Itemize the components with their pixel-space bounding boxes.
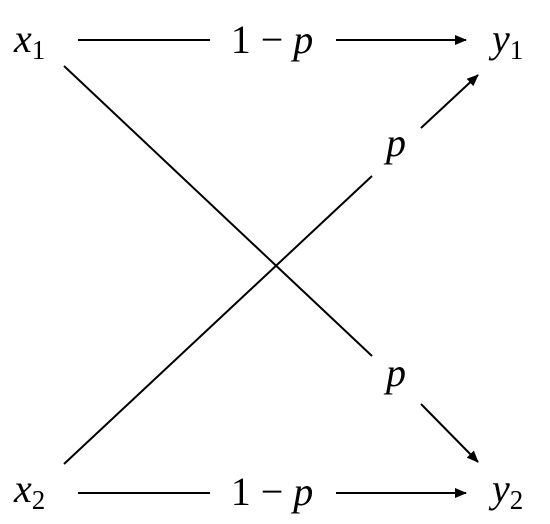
edge-x2-y1: p [63, 74, 479, 465]
node-x2: x2 [13, 466, 45, 515]
node-x2-subscript: 2 [32, 485, 46, 515]
node-y2-subscript: 2 [510, 485, 524, 515]
edge-x1-y2-line-start [63, 65, 373, 357]
edge-x1-y2-arrow [420, 403, 479, 463]
edge-x2-y2-label: 1 − p [231, 469, 314, 514]
node-x1: x1 [13, 16, 45, 65]
edge-x2-y1-line-start [63, 175, 373, 465]
node-y1: y1 [488, 16, 523, 65]
node-y1-subscript: 1 [510, 35, 524, 65]
edge-x1-y2: p [63, 65, 479, 463]
edge-x2-y1-label: p [383, 120, 406, 165]
edge-x2-y1-arrow [420, 74, 479, 129]
node-x1-subscript: 1 [32, 35, 46, 65]
edge-x1-y1-label: 1 − p [231, 17, 314, 62]
edge-x1-y2-label: p [383, 350, 406, 395]
edge-x2-y2: 1 − p [78, 469, 467, 514]
edge-x1-y1: 1 − p [78, 17, 467, 62]
node-y2: y2 [488, 466, 523, 515]
